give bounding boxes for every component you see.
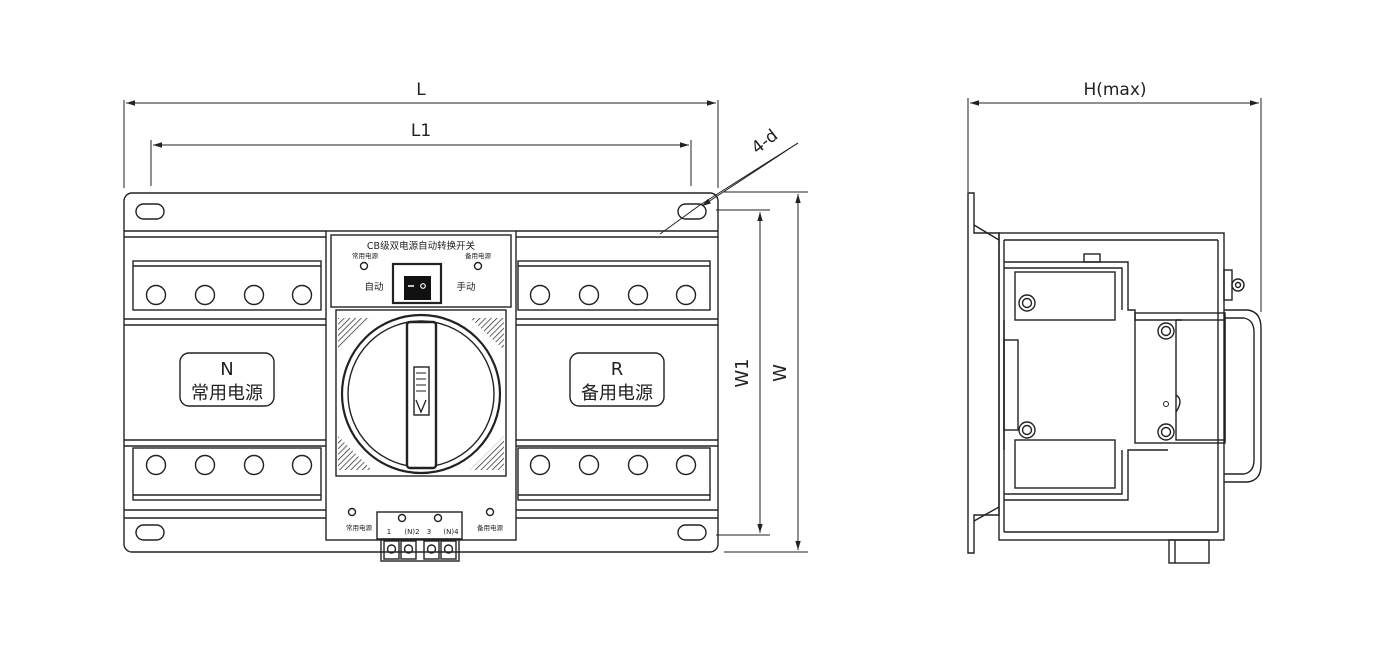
hatch-corner [470, 318, 504, 350]
controller-unit: CB级双电源自动转换开关 常用电源 备用电源 自动 手动 [325, 230, 517, 562]
module-letter-reserve: R [611, 359, 624, 380]
module-name-reserve: 备用电源 [581, 383, 653, 404]
screw [291, 284, 313, 306]
dimension-L: L [123, 80, 719, 188]
mount-slot [677, 203, 707, 220]
terminal-screws-top-right [529, 284, 697, 306]
mounting-plate [123, 192, 719, 553]
side-controller-plate [1134, 312, 1226, 444]
screw [675, 454, 697, 476]
terminal-screws-bottom-left [145, 454, 313, 476]
side-screw [1018, 421, 1036, 439]
screw [243, 454, 265, 476]
side-terminal-plug [1168, 539, 1210, 564]
screw [291, 454, 313, 476]
mount-slot [677, 524, 707, 541]
handle-bezel [335, 309, 507, 477]
led-normal-indicator [359, 261, 369, 271]
led-reserve-indicator [473, 261, 483, 271]
dim-label-L1: L1 [411, 121, 431, 141]
screw [675, 284, 697, 306]
screw [243, 284, 265, 306]
dim-label-W1: W1 [732, 358, 753, 387]
hatch-corner [338, 318, 372, 350]
side-view [967, 192, 1262, 564]
label-plate-normal [179, 352, 275, 407]
hatch-corner [338, 436, 372, 470]
side-screw [1157, 423, 1175, 441]
dim-label-L: L [416, 80, 426, 100]
led-label-reserve: 备用电源 [465, 251, 492, 260]
screw [194, 454, 216, 476]
screw [627, 284, 649, 306]
right-breaker-module: R 备用电源 [516, 230, 718, 519]
screw [627, 454, 649, 476]
terminal-screws-bottom-right [529, 454, 697, 476]
terminal-label-2: (N)2 [404, 528, 419, 536]
control-panel [330, 234, 512, 308]
terminal-label-4: (N)4 [443, 528, 459, 536]
module-letter-normal: N [220, 359, 233, 380]
mount-slot [135, 524, 165, 541]
rotary-dial-outer [340, 313, 502, 475]
side-housing [998, 232, 1225, 541]
screw [194, 284, 216, 306]
led-label-normal: 常用电源 [352, 251, 379, 260]
screw [578, 284, 600, 306]
controller-housing [325, 230, 517, 541]
side-knob [1223, 269, 1233, 301]
side-breaker-outline [1004, 261, 1182, 321]
aux-indicator [347, 507, 357, 517]
left-breaker-module: N 常用电源 [124, 230, 326, 519]
rocker-knob[interactable] [404, 276, 431, 300]
terminal-screws-top-left [145, 284, 313, 306]
aux-indicator [485, 507, 495, 517]
terminal-plug-pins [383, 540, 457, 560]
dimension-W1: W1 [716, 209, 770, 536]
dimension-L1: L1 [150, 121, 692, 186]
arrow-down-icon [415, 399, 427, 414]
hatch-corner [470, 436, 504, 470]
mount-slot [135, 203, 165, 220]
bottom-label-normal: 常用电源 [346, 523, 373, 532]
rotary-handle[interactable] [405, 320, 438, 470]
side-screw [1157, 322, 1175, 340]
side-screw [1018, 294, 1036, 312]
terminal-label-1: 1 [387, 528, 391, 536]
dim-label-W: W [770, 364, 791, 382]
mode-manual-label: 手动 [456, 281, 475, 293]
screw [578, 454, 600, 476]
screw [529, 284, 551, 306]
handle-indicator-window [413, 366, 430, 416]
bottom-label-reserve: 备用电源 [477, 523, 504, 532]
screw [145, 454, 167, 476]
mode-auto-label: 自动 [364, 281, 383, 293]
dim-label-hole: 4-d [748, 126, 782, 159]
dimension-H: H(max) [967, 80, 1262, 312]
side-mounting-flange [967, 192, 1000, 554]
dim-label-H: H(max) [1083, 80, 1146, 100]
screw [529, 454, 551, 476]
terminal-plug [380, 538, 460, 562]
label-plate-reserve [569, 352, 665, 407]
screw [145, 284, 167, 306]
side-handle-profile [1224, 309, 1262, 483]
module-name-normal: 常用电源 [191, 383, 263, 404]
front-view: N 常用电源 [123, 192, 719, 562]
terminal-label-3: 3 [427, 528, 431, 536]
panel-title: CB级双电源自动转换开关 [367, 240, 476, 252]
mode-selector-switch[interactable] [391, 262, 443, 305]
dimension-W: W [724, 191, 808, 553]
